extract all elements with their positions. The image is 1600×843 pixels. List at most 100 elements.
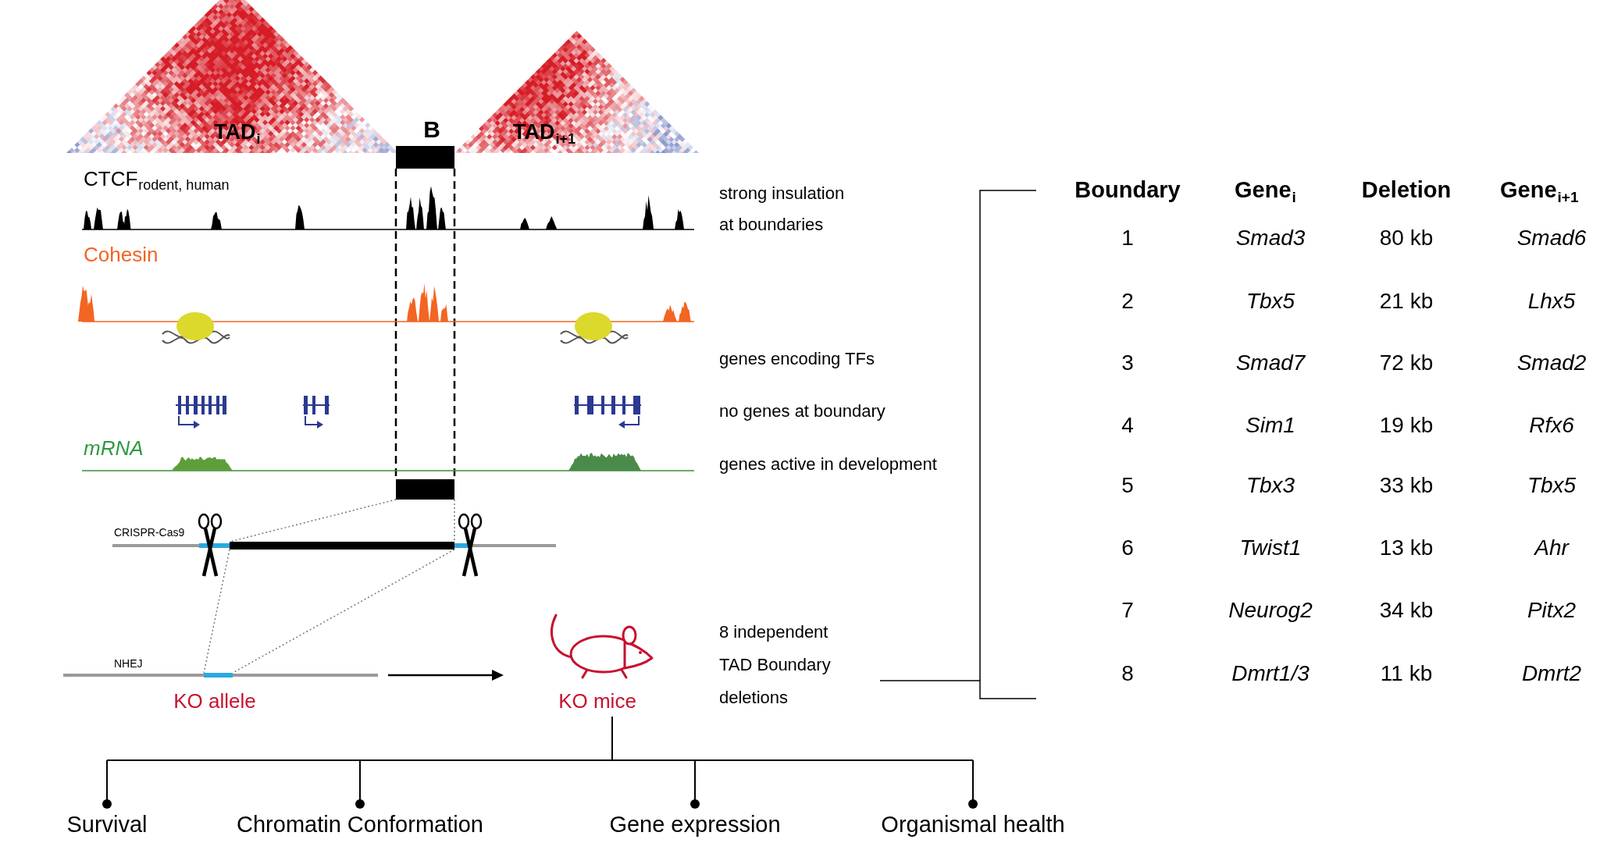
deletion-size: 33 kb [1379,473,1434,499]
track-baseline [81,228,695,231]
outcome-dot [102,799,978,809]
boundary-bar [395,146,455,169]
ctcf-peak [545,216,557,230]
dashed-guide [395,168,398,480]
outcome-label: Organismal health [880,812,1065,838]
gene-name: Dmrt1/3 [1231,661,1310,687]
leader-line [880,680,980,682]
subscript: i [1292,188,1297,207]
gene-name: Rfx6 [1528,413,1575,439]
scissors-icon [199,514,221,577]
ctcf-peak [642,195,654,230]
gene-name: Tbx3 [1246,473,1295,499]
signal-tracks [78,185,692,471]
outcome-tree [106,716,973,805]
cohesin-peak [662,304,678,322]
tf-icon [162,312,230,343]
deletion-size: 19 kb [1379,413,1434,439]
table-header: Gene [1500,177,1558,204]
row-number: 4 [1121,413,1134,439]
species-note: rodent, human [138,177,229,194]
gene-model [302,395,330,429]
outcome-label: Chromatin Conformation [236,812,484,838]
projection-line [453,499,456,542]
tf-icon [560,312,628,343]
gene-name: Tbx5 [1246,288,1295,314]
scissors-icon [459,514,482,577]
gene-name: Dmrt2 [1521,661,1582,687]
mrna-signal [171,456,233,471]
gene-model [573,395,642,429]
deletion-size: 34 kb [1379,598,1434,624]
tad-label: TAD [213,120,257,145]
table-header: Deletion [1361,177,1451,204]
gene-name: Smad6 [1517,225,1587,251]
deletion-size: 80 kb [1379,225,1434,251]
deleted-region [229,541,455,550]
ctcf-peak [674,209,685,230]
row-number: 2 [1121,288,1134,314]
method-label: CRISPR-Cas9 [114,526,185,539]
deletion-size: 72 kb [1379,350,1434,376]
ctcf-peak [416,197,425,230]
cohesin-peak [678,302,692,322]
table-bracket [979,190,1037,699]
subscript: i [256,131,261,148]
boundary-label: B [423,116,441,144]
row-number: 5 [1121,473,1134,499]
ctcf-peak [520,217,530,230]
table-header: Boundary [1074,177,1180,204]
row-number: 8 [1121,661,1134,687]
locus-line [63,673,378,678]
locus-segment [199,543,230,549]
subscript: i+1 [555,131,577,148]
table-header: Gene [1234,177,1292,204]
locus-segment [203,673,233,678]
gene-name: Neurog2 [1228,598,1312,624]
ctcf-peak [438,206,446,230]
gene-model [175,395,227,429]
cohesin-peak [86,294,95,323]
ctcf-peak [295,204,305,230]
gene-name: Tbx5 [1527,473,1576,499]
annotation: no genes at boundary [719,401,886,421]
annotation: 8 independent TAD Boundary deletions [719,616,845,715]
track-label: CTCF [83,167,138,192]
gene-name: Twist1 [1240,535,1302,561]
subscript: i+1 [1557,188,1579,207]
gene-name: Pitx2 [1527,598,1576,624]
annotation: strong insulation at boundaries [719,178,852,241]
annotation: genes encoding TFs [719,349,875,369]
ctcf-peak [124,209,132,230]
allele-label: KO allele [173,690,257,714]
mouse-label: KO mice [558,690,637,714]
cohesin-peak [429,286,439,322]
ctcf-peak [93,207,104,230]
cohesin-peak [418,283,430,322]
dashed-guide [453,168,457,480]
ctcf-peak [426,185,438,230]
ctcf-peak [117,211,125,230]
locus-segment [454,543,469,549]
cohesin-peak [440,304,449,322]
outcome-label: Survival [66,812,147,838]
track-label: mRNA [83,437,144,461]
row-number: 1 [1121,225,1134,251]
deletion-size: 13 kb [1379,535,1434,561]
gene-name: Smad3 [1236,225,1306,251]
cohesin-peak [406,297,418,322]
row-number: 6 [1121,535,1134,561]
row-number: 3 [1121,350,1134,376]
arrow-head [491,669,504,681]
gene-name: Smad2 [1517,350,1587,376]
method-label: NHEJ [114,657,143,670]
row-number: 7 [1121,598,1134,624]
gene-name: Lhx5 [1528,288,1576,314]
tad-label: TAD [513,120,556,145]
deletion-size: 11 kb [1380,661,1433,687]
annotation: genes active in development [719,454,938,474]
projection-line [203,549,230,674]
deletion-size: 21 kb [1379,288,1434,314]
mouse-icon [552,615,653,678]
